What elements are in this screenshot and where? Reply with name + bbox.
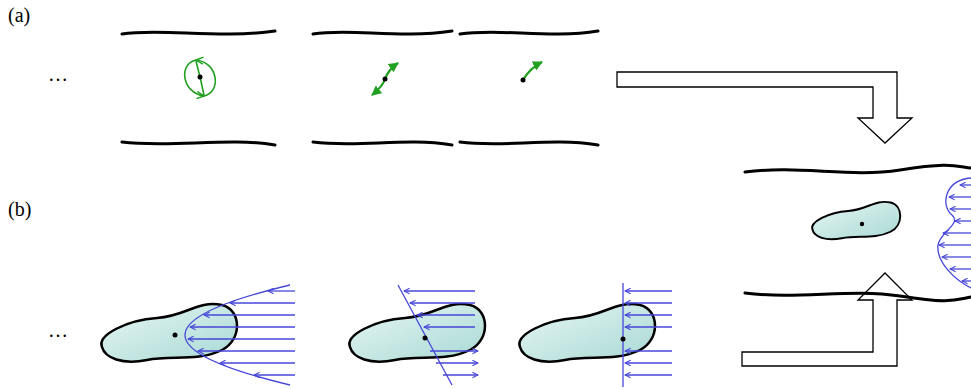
velocity-profile xyxy=(938,178,971,288)
ellipsis-mark: … xyxy=(48,320,68,340)
channel-wall xyxy=(745,165,971,300)
point-dot xyxy=(173,333,626,342)
point-dot xyxy=(198,75,526,83)
channel-wall xyxy=(122,31,598,145)
particle xyxy=(812,202,900,239)
velocity-profile xyxy=(185,285,295,385)
singularity-symbol xyxy=(185,60,542,96)
ellipsis-mark: … xyxy=(48,64,68,84)
point-dot xyxy=(860,222,864,226)
velocity-profile xyxy=(398,285,478,385)
particle xyxy=(101,304,655,362)
panel-label: (b) xyxy=(8,199,31,219)
velocity-profile xyxy=(623,283,672,387)
hollow-arrow xyxy=(617,72,912,366)
panel-label: (a) xyxy=(8,5,30,25)
